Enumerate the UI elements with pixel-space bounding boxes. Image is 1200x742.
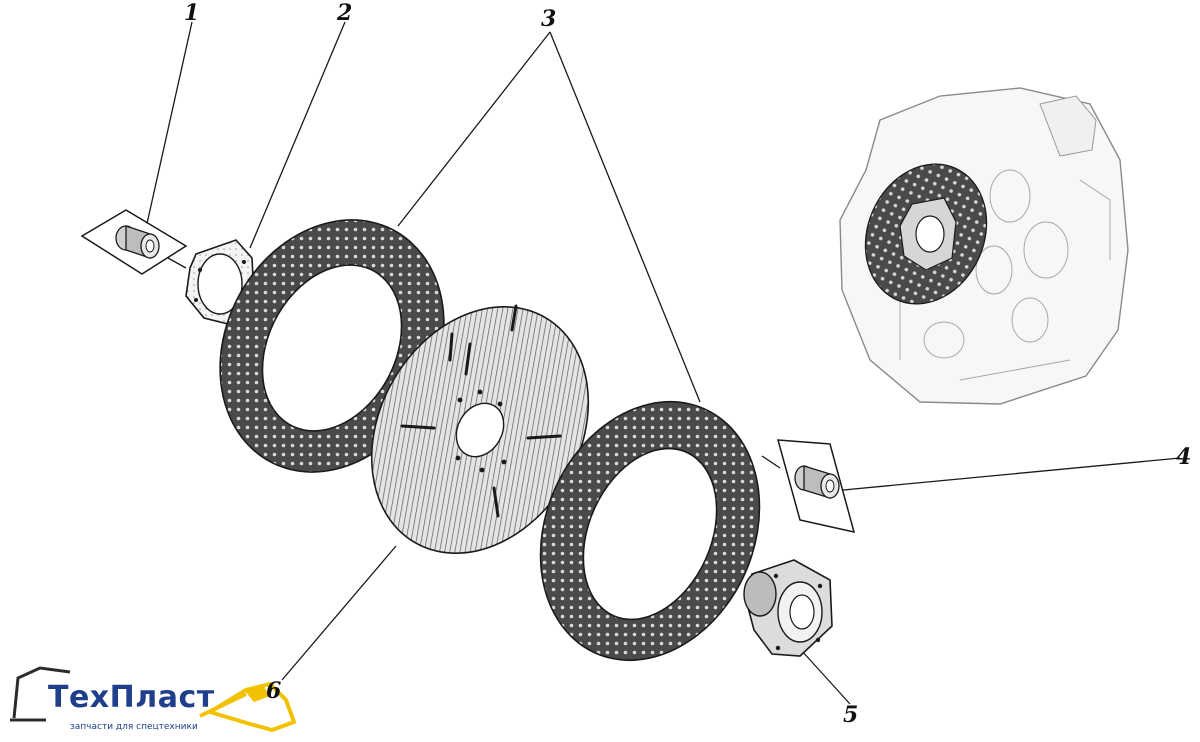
logo-mark: [10, 666, 296, 732]
leader-tick-4: [761, 455, 781, 469]
part-5-splined-hub: [743, 559, 833, 657]
part-4-sleeve: [776, 439, 856, 534]
leader-line-4: [821, 457, 1181, 493]
leader-line-6: [281, 545, 397, 681]
callout-6: 6: [266, 678, 282, 704]
logo: ТехПласт запчасти для спецтехники: [4, 666, 304, 742]
logo-tagline: запчасти для спецтехники: [70, 722, 198, 732]
leader-line-3a: [397, 31, 551, 227]
gearbox-assembly: [839, 87, 1129, 405]
part-1-bushing: [80, 209, 188, 275]
logo-name: ТехПласт: [48, 680, 215, 715]
leader-lines: [145, 21, 1181, 705]
callout-1: 1: [184, 0, 200, 26]
part-3-friction-lining-right: [539, 401, 761, 661]
leader-line-1: [145, 21, 193, 229]
callout-4: 4: [1176, 444, 1192, 470]
leader-line-2: [249, 21, 346, 249]
leader-line-3b: [549, 31, 701, 403]
part-6-driven-plate: [370, 304, 590, 554]
callout-3: 3: [541, 6, 557, 32]
callout-5: 5: [843, 702, 859, 728]
callout-2: 2: [337, 0, 353, 26]
leader-tick-1: [167, 257, 187, 269]
